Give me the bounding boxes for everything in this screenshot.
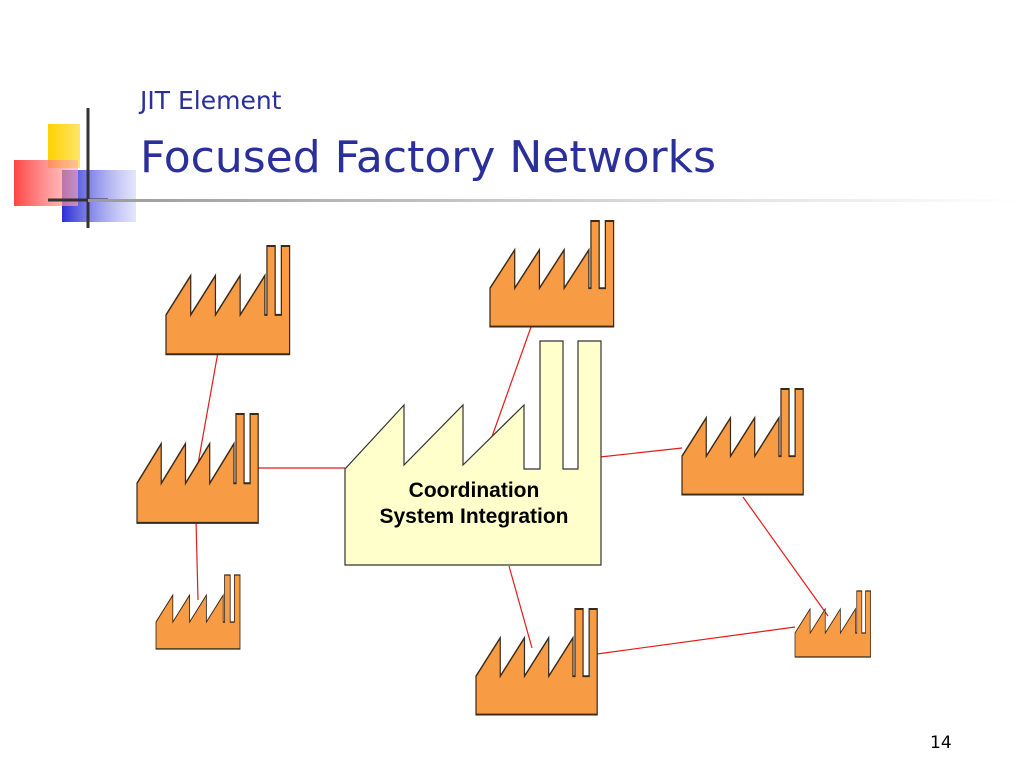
link-center-right xyxy=(599,447,683,458)
logo-icon xyxy=(14,108,136,228)
central-factory-label: Coordination System Integration xyxy=(346,478,602,530)
network-links xyxy=(195,326,829,655)
central-factory-icon xyxy=(344,340,602,566)
center-label-line1: Coordination xyxy=(408,479,540,502)
link-center-bottomcenter xyxy=(508,565,533,649)
link-topcenter-center xyxy=(488,326,532,446)
link-bottomcenter-bottomright xyxy=(596,626,796,655)
link-midleft-bottomleft xyxy=(195,519,199,601)
factory-icon-right xyxy=(681,388,805,496)
title-rule xyxy=(88,199,1018,202)
page-number: 14 xyxy=(930,733,952,753)
factory-icon-top-left xyxy=(165,245,291,356)
factory-icon-bottom-right xyxy=(794,590,872,658)
slide-title: Focused Factory Networks xyxy=(140,132,716,183)
factory-icon-bottom-center xyxy=(475,608,599,716)
factory-icon-mid-left xyxy=(136,413,260,524)
slide-subtitle: JIT Element xyxy=(140,86,282,115)
link-right-bottomright xyxy=(742,496,829,617)
link-topleft-midleft xyxy=(195,351,219,476)
center-label-line2: System Integration xyxy=(379,505,569,528)
factory-icon-top-center xyxy=(489,220,615,328)
